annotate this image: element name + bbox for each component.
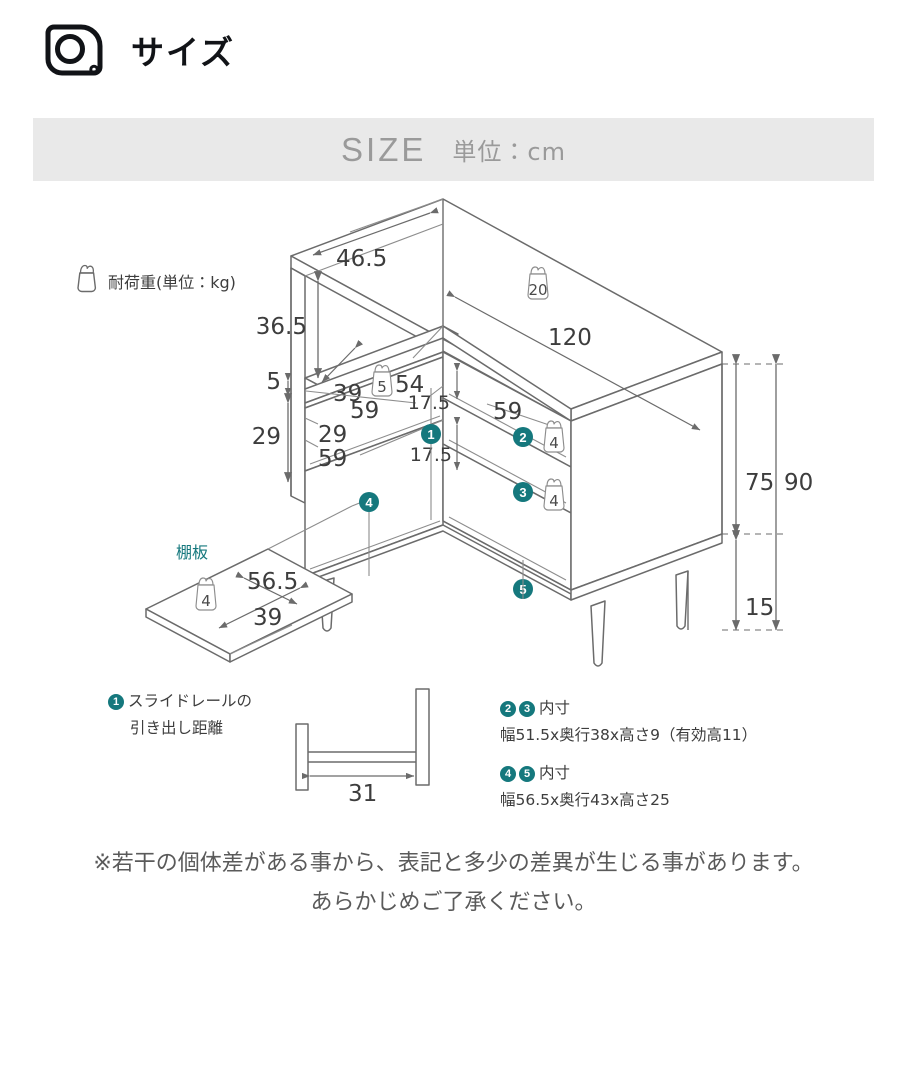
note-3-marker-b: 5 [519,766,535,782]
dim-value-75: 75 [745,470,774,496]
weight-icon-drawer-2: 4 [543,420,565,453]
page-title: サイズ [131,33,236,72]
dim-value-54: 54 [395,372,424,398]
note-2-marker-a: 2 [500,701,516,717]
dim-value-59-left-a: 59 [350,398,379,424]
tape-measure-icon [44,19,106,81]
load-capacity-label: 耐荷重(単位：kg) [108,272,236,292]
weight-value-5: 5 [377,378,387,396]
weight-bag-icon [72,262,102,299]
weight-icon-shelf-board: 4 [195,577,217,611]
disclaimer: ※若干の個体差がある事から、表記と多少の差異が生じる事があります。 あらかじめご… [0,845,907,922]
weight-icon-open-shelf: 5 [371,364,393,397]
dim-value-56-5: 56.5 [247,569,298,595]
dimension-width-29-left-b: 29 [304,417,347,448]
dim-value-36-5: 36.5 [256,314,307,340]
dim-value-59-right: 59 [493,399,522,425]
weight-value-4-a: 4 [549,434,559,452]
marker-4-value: 4 [365,495,373,510]
size-banner: SIZE 単位：cm [33,118,874,181]
dimension-width-59-left-a: 59 [305,390,417,424]
weight-value-4-b: 4 [549,492,559,510]
shelf-board-label: 棚板 [176,543,208,562]
note-1-line2: 引き出し距離 [130,719,224,738]
note-3-body: 幅56.5x奥行43x高さ25 [500,791,670,810]
page-header: サイズ [0,0,907,100]
disclaimer-line-2: あらかじめご了承ください。 [310,889,597,915]
note-2-body: 幅51.5x奥行38x高さ9（有効高11） [500,726,758,745]
weight-value-4-c: 4 [201,592,211,610]
dimension-height-17-5-a: 17.5 [408,362,461,414]
marker-4: 4 [359,492,379,512]
note-2-marker-b: 3 [519,701,535,717]
dim-value-59-left-c: 59 [318,446,347,472]
dimension-width-54: 54 [395,325,444,398]
dimension-width-59-right: 59 [486,399,559,429]
weight-icon-drawer-3: 4 [543,478,565,511]
dimension-height-36-5: 36.5 [256,271,323,379]
slide-rail-diagram: 31 [295,688,430,807]
dim-value-29-left-b: 29 [318,422,347,448]
note-1-marker: 1 [108,694,124,710]
marker-3: 3 [513,482,533,502]
marker-1: 1 [421,424,441,444]
size-banner-unit: 単位：cm [452,138,566,166]
dim-value-46-5: 46.5 [336,246,387,272]
disclaimer-line-1: ※若干の個体差がある事から、表記と多少の差異が生じる事があります。 [93,851,814,876]
dimension-height-29-left: 29 [252,393,293,483]
dim-value-5: 5 [266,369,281,395]
shelf-board: 棚板 56.5 39 [145,497,373,663]
dim-value-90: 90 [784,470,813,496]
dimension-height-5: 5 [266,369,292,397]
marker-2: 2 [513,427,533,447]
marker-2-value: 2 [519,430,526,445]
dim-value-31: 31 [348,781,377,807]
marker-1-value: 1 [427,427,434,442]
dimension-depth-46-5: 46.5 [312,198,444,272]
dim-value-17-5-a: 17.5 [408,392,450,414]
size-banner-label: SIZE [341,130,427,168]
weight-value-20: 20 [528,281,547,299]
load-capacity-legend: 耐荷重(単位：kg) [72,262,236,299]
dim-value-15: 15 [745,595,774,621]
dimension-width-120: 120 [446,290,701,431]
weight-icon-top: 20 [527,266,549,300]
note-3-marker-a: 4 [500,766,516,782]
dim-value-120: 120 [548,325,592,351]
dim-value-29-left: 29 [252,424,281,450]
dimension-heights-right: 75 15 90 [687,354,813,631]
dim-value-shelf-39: 39 [253,605,282,631]
marker-3-value: 3 [519,485,526,500]
